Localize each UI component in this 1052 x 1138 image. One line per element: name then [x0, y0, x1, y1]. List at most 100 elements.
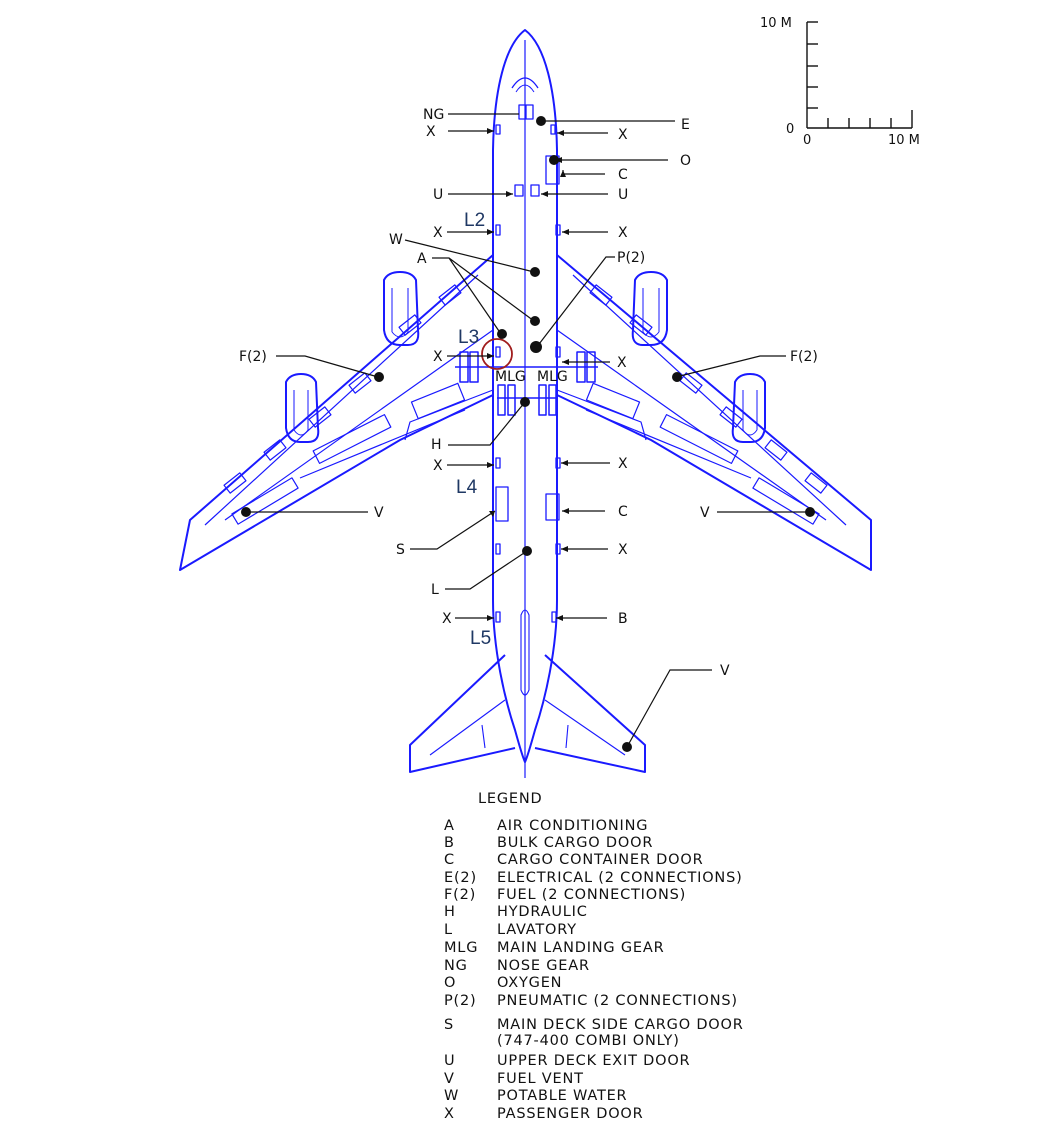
legend-code: C — [444, 852, 455, 868]
label-h: H — [431, 437, 442, 453]
legend-description: NOSE GEAR — [497, 958, 590, 974]
label-v-tail: V — [720, 663, 730, 679]
dot-fuel-vent-left — [241, 507, 251, 517]
door-label-l3: L3 — [458, 327, 479, 348]
legend-code: NG — [444, 958, 468, 974]
cockpit-window-inner — [515, 84, 535, 93]
legend-code: H — [444, 904, 456, 920]
dot-lavatory — [522, 546, 532, 556]
left-wing-trailing-detail — [204, 274, 494, 526]
door-label-l5: L5 — [470, 628, 491, 649]
fuselage-doors — [495, 104, 561, 623]
label-x: X — [426, 124, 436, 140]
legend-code: F(2) — [444, 887, 477, 903]
legend-description: BULK CARGO DOOR — [497, 835, 654, 851]
label-o: O — [680, 153, 691, 169]
label-e: E — [681, 117, 690, 133]
label-u: U — [618, 187, 628, 203]
legend-description: UPPER DECK EXIT DOOR — [497, 1053, 691, 1069]
label-b: B — [618, 611, 628, 627]
legend-code: L — [444, 922, 453, 938]
callout-arrowheads — [487, 128, 569, 621]
side-cargo-door — [495, 486, 509, 522]
highlight-circle — [481, 338, 513, 370]
right-inboard-engine — [631, 271, 668, 346]
door-label-l2: L2 — [464, 210, 485, 231]
legend-code: W — [444, 1088, 460, 1104]
label-u: U — [433, 187, 443, 203]
cargo-door-aft — [545, 493, 560, 521]
dot-air-conditioning-2 — [497, 329, 507, 339]
legend-description: FUEL (2 CONNECTIONS) — [497, 887, 687, 903]
scale-label-right: 10 M — [888, 133, 920, 148]
legend-description: OXYGEN — [497, 975, 563, 991]
right-outboard-engine — [731, 373, 766, 443]
dot-pneumatic — [530, 341, 542, 353]
dot-hydraulic — [520, 397, 530, 407]
label-p2: P(2) — [617, 250, 645, 266]
label-c: C — [618, 504, 628, 520]
label-f2-left: F(2) — [239, 349, 267, 365]
legend-description: MAIN DECK SIDE CARGO DOOR (747-400 COMBI… — [497, 1017, 744, 1049]
label-x: X — [618, 225, 628, 241]
legend-description: FUEL VENT — [497, 1071, 584, 1087]
label-v-right: V — [700, 505, 710, 521]
legend-code: O — [444, 975, 457, 991]
label-x: X — [433, 349, 443, 365]
label-x: X — [617, 355, 627, 371]
dot-electrical — [536, 116, 546, 126]
legend-description: PASSENGER DOOR — [497, 1106, 644, 1122]
legend-code: B — [444, 835, 455, 851]
legend-description: ELECTRICAL (2 CONNECTIONS) — [497, 870, 743, 886]
right-wing — [556, 254, 872, 571]
legend-code: P(2) — [444, 993, 477, 1009]
door-labels: L2 L3 L4 L5 — [456, 210, 491, 649]
label-l: L — [431, 582, 439, 598]
service-point-dots — [241, 116, 815, 752]
scale-label-zero-vertical: 0 — [786, 122, 794, 137]
legend-code: V — [444, 1071, 455, 1087]
label-x: X — [618, 456, 628, 472]
left-wing — [179, 254, 494, 571]
legend-description: MAIN LANDING GEAR — [497, 940, 665, 956]
label-v-left: V — [374, 505, 384, 521]
label-s: S — [396, 542, 405, 558]
legend-description: HYDRAULIC — [497, 904, 588, 920]
scale-label-top: 10 M — [760, 16, 792, 31]
legend-code: U — [444, 1053, 456, 1069]
legend-code: MLG — [444, 940, 479, 956]
scale-bar — [806, 21, 913, 129]
legend-description: POTABLE WATER — [497, 1088, 628, 1104]
left-horizontal-stabilizer — [409, 654, 516, 773]
legend-description: LAVATORY — [497, 922, 577, 938]
label-x: X — [433, 458, 443, 474]
label-mlg-left: MLG — [495, 369, 526, 385]
label-mlg-right: MLG — [537, 369, 568, 385]
dot-fuel-vent-tail — [622, 742, 632, 752]
dot-fuel-vent-right — [805, 507, 815, 517]
door-label-l4: L4 — [456, 477, 478, 498]
dot-fuel-right — [672, 372, 682, 382]
label-f2-right: F(2) — [790, 349, 818, 365]
dot-oxygen — [549, 155, 559, 165]
label-x: X — [618, 127, 628, 143]
legend-code: A — [444, 818, 455, 834]
legend-description: PNEUMATIC (2 CONNECTIONS) — [497, 993, 738, 1009]
label-a: A — [417, 251, 427, 267]
left-outboard-engine — [285, 373, 320, 443]
label-w: W — [389, 232, 403, 248]
legend-code: E(2) — [444, 870, 477, 886]
callout-lines — [246, 113, 810, 748]
cockpit-window — [511, 77, 539, 89]
label-x: X — [433, 225, 443, 241]
right-horizontal-stabilizer — [534, 654, 646, 773]
scale-label-zero-horizontal: 0 — [803, 133, 811, 148]
dot-air-conditioning-1 — [530, 316, 540, 326]
label-c: C — [618, 167, 628, 183]
dot-fuel-left — [374, 372, 384, 382]
legend-description: CARGO CONTAINER DOOR — [497, 852, 704, 868]
dot-potable-water — [530, 267, 540, 277]
left-inboard-engine — [383, 271, 420, 346]
legend-code: S — [444, 1017, 455, 1033]
